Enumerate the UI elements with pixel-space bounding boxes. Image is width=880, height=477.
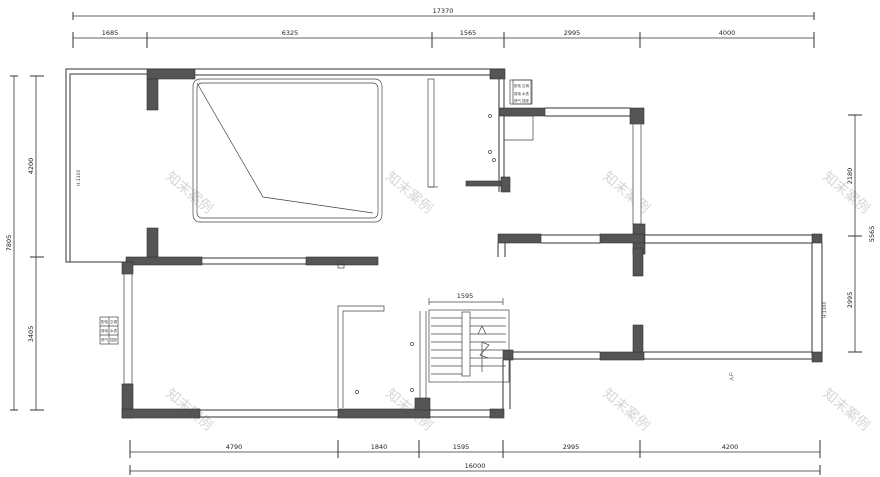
dim-left-total: 7805 (5, 235, 13, 252)
staircase: 1595 (428, 292, 510, 383)
dim-bottom-total: 16000 (465, 462, 486, 470)
legend-right: 配电 空调 弱电 水表 燃气 插座 (512, 79, 532, 105)
legend-item: 空调 (522, 83, 530, 88)
dim-bottom-seg-1: 4790 (226, 443, 243, 451)
dim-bottom-seg-3: 1595 (453, 443, 470, 451)
watermark: 知末案例 (599, 168, 653, 217)
dim-left-seg-2: 3405 (27, 326, 35, 343)
legend-left: 配电 空调 弱电 水表 燃气 插座 (99, 316, 119, 345)
top-dimensions: 17370 1685 6325 1565 2995 4000 (72, 7, 815, 48)
small-label: 入户 (728, 372, 735, 381)
legend-item: 插座 (110, 337, 117, 342)
watermark: 知末案例 (599, 385, 653, 434)
legend-item: 燃气 (101, 337, 108, 342)
legend-item: 弱电 (514, 91, 522, 96)
left-dimensions: 7805 4200 3405 (5, 75, 44, 411)
dim-right-seg-2: 2995 (846, 292, 854, 309)
height-note-right: H:1100 (822, 302, 828, 318)
dim-bottom-seg-5: 4200 (722, 443, 739, 451)
stair-width-label: 1595 (457, 292, 474, 300)
legend-item: 燃气 (514, 98, 522, 103)
right-dimensions: 2180 2995 5565 (846, 114, 876, 353)
dim-top-seg-1: 1685 (102, 29, 119, 37)
dim-bottom-seg-2: 1840 (371, 443, 388, 451)
legend-item: 水表 (110, 328, 117, 333)
watermark: 知末案例 (162, 168, 216, 217)
legend-item: 弱电 (101, 328, 108, 333)
bottom-dimensions: 4790 1840 1595 2995 4200 16000 (129, 440, 821, 475)
legend-item: 水表 (522, 91, 530, 96)
dim-top-total: 17370 (433, 7, 454, 15)
dim-top-seg-5: 4000 (719, 29, 736, 37)
legend-item: 插座 (522, 98, 530, 103)
dim-left-seg-1: 4200 (27, 158, 35, 175)
dim-top-seg-2: 6325 (282, 29, 299, 37)
watermarks: 知末案例 知末案例 知末案例 知末案例 知末案例 知末案例 知末案例 知末案例 (162, 168, 873, 434)
height-note-left: H:1100 (76, 170, 82, 186)
legend-item: 空调 (110, 319, 117, 324)
annotations: H:1100 H:1100 入户 (76, 170, 828, 381)
dim-bottom-seg-4: 2995 (563, 443, 580, 451)
dim-right-seg-1: 2180 (846, 168, 854, 185)
watermark: 知末案例 (819, 385, 873, 434)
legend-item: 配电 (514, 83, 522, 88)
dim-right-total: 5565 (868, 226, 876, 243)
walls (65, 68, 823, 419)
legend-item: 配电 (101, 319, 108, 324)
dim-top-seg-4: 2995 (564, 29, 581, 37)
dim-top-seg-3: 1565 (460, 29, 477, 37)
